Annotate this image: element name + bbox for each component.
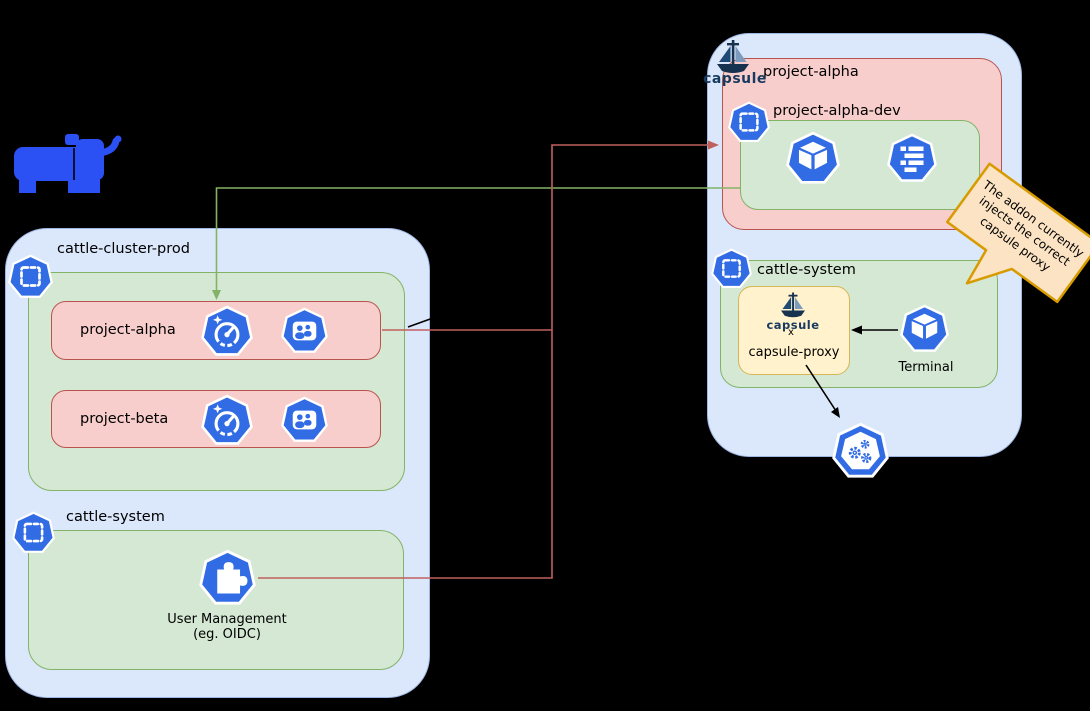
callout-shape <box>945 162 1090 304</box>
capsule-wordmark-top: capsule <box>703 71 767 87</box>
callout-bubble: The addon currently injects the correct … <box>945 161 1090 304</box>
left-cattle-system-label: cattle-system <box>66 509 165 525</box>
user-management-label: User Management (eg. OIDC) <box>167 612 287 642</box>
capsule-x-mark: x <box>788 327 794 338</box>
left-cattle-system-box <box>28 530 404 670</box>
capsule-proxy-label: capsule-proxy <box>748 345 840 360</box>
project-alpha-dev-box <box>740 120 980 210</box>
tenant-project-alpha-label: project-alpha <box>763 64 859 80</box>
project-beta-label: project-beta <box>80 411 169 427</box>
capsule-wordmark-proxy: capsule <box>766 318 820 332</box>
project-alpha-dev-label: project-alpha-dev <box>773 103 901 119</box>
left-cluster-label: cattle-cluster-prod <box>57 241 190 257</box>
right-cattle-system-label: cattle-system <box>757 262 856 278</box>
terminal-label: Terminal <box>898 360 954 375</box>
rancher-logo-icon <box>14 134 122 193</box>
project-alpha-label-left: project-alpha <box>80 322 176 338</box>
